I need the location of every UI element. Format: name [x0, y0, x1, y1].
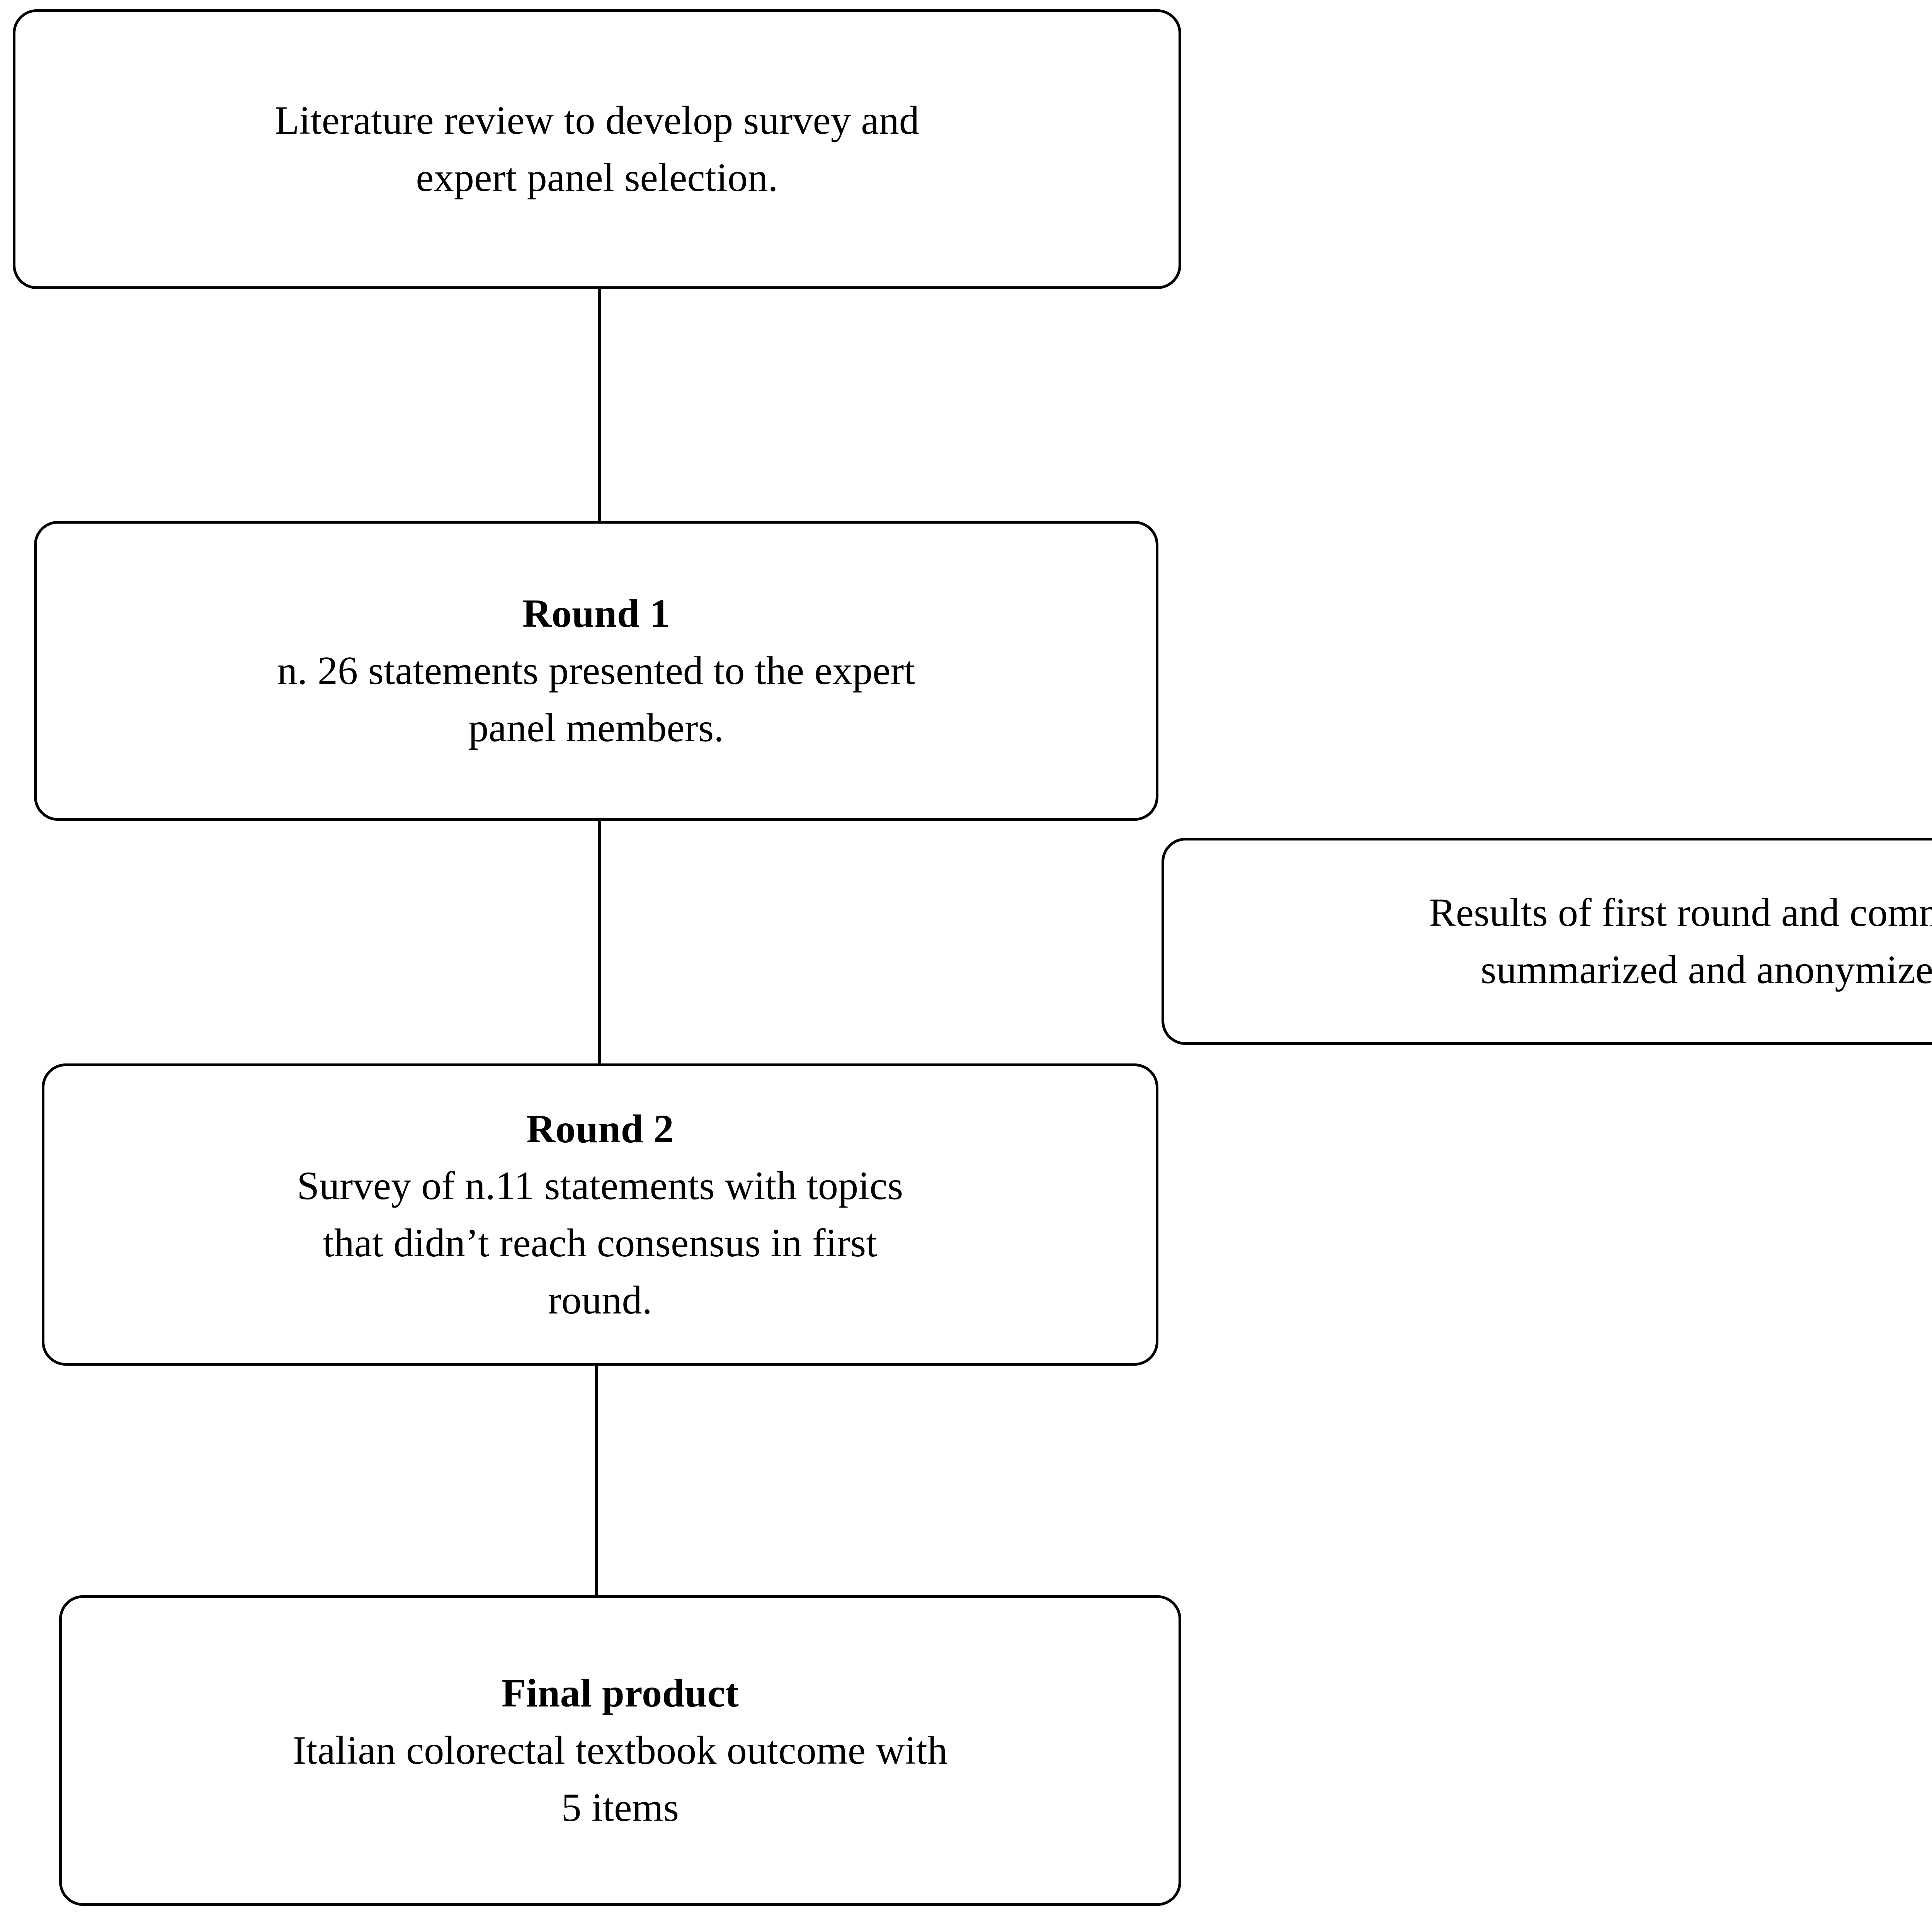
node-results-summary[interactable]: Results of first round and comments summ… [1162, 838, 1932, 1045]
round-1-line-2: panel members. [468, 705, 724, 750]
connector-round-2-to-final-product [595, 1363, 598, 1597]
round-2-heading: Round 2 [526, 1106, 674, 1151]
node-final-product[interactable]: Final product Italian colorectal textboo… [59, 1595, 1181, 1906]
round-1-heading: Round 1 [522, 591, 670, 636]
literature-review-line-1: Literature review to develop survey and [274, 98, 920, 143]
node-round-1[interactable]: Round 1 n. 26 statements presented to th… [34, 521, 1158, 821]
round-1-line-1: n. 26 statements presented to the expert [277, 648, 915, 693]
round-2-line-2: that didn’t reach consensus in first [323, 1221, 878, 1265]
final-product-line-2: 5 items [561, 1785, 679, 1830]
node-literature-review[interactable]: Literature review to develop survey and … [13, 9, 1181, 289]
round-2-line-3: round. [548, 1278, 652, 1322]
connector-round-1-to-round-2 [598, 818, 601, 1066]
final-product-heading: Final product [501, 1671, 739, 1716]
results-summary-line-2: summarized and anonymized. [1481, 948, 1932, 992]
round-2-line-1: Survey of n.11 statements with topics [297, 1164, 903, 1208]
node-round-2[interactable]: Round 2 Survey of n.11 statements with t… [42, 1063, 1158, 1366]
literature-review-line-2: expert panel selection. [416, 155, 778, 200]
connector-literature-review-to-round-1 [598, 288, 601, 523]
final-product-line-1: Italian colorectal textbook outcome with [293, 1728, 948, 1773]
results-summary-line-1: Results of first round and comments [1429, 890, 1932, 935]
